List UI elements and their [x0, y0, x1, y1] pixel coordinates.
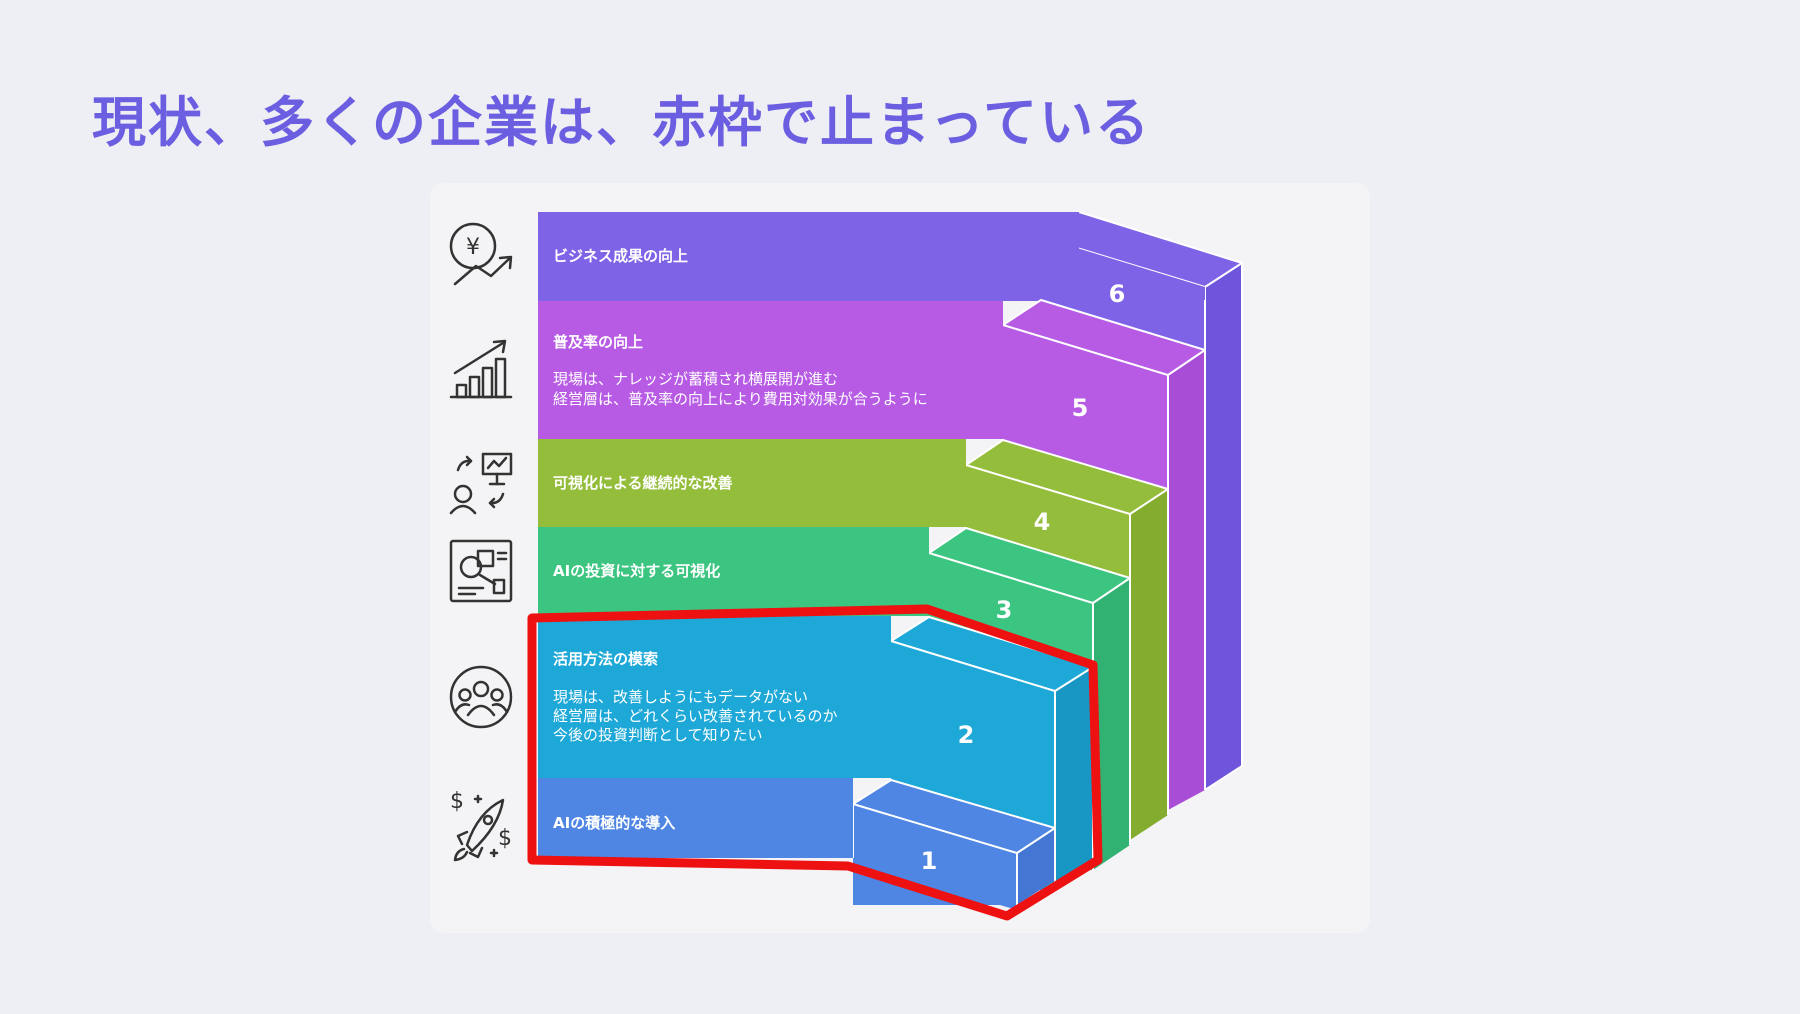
rocket-money-icon: $ $: [450, 789, 512, 862]
page-title: 現状、多くの企業は、赤枠で止まっている: [92, 91, 1152, 154]
team-icon: [449, 665, 513, 729]
red-highlight-frame: [527, 604, 1103, 921]
level-5-line-1: 現場は、ナレッジが蓄積され横展開が進む: [553, 370, 838, 388]
band-4: [538, 439, 966, 527]
dashboard-icon: [449, 539, 513, 603]
step-6-number: 6: [1109, 280, 1126, 308]
step-3-top: [929, 528, 1130, 603]
presentation-cycle-icon: [449, 452, 513, 515]
level-3-title: AIの投資に対する可視化: [553, 562, 720, 580]
band-6: [538, 212, 1079, 301]
bar-growth-icon: [449, 339, 513, 399]
level-4-title: 可視化による継続的な改善: [553, 474, 733, 492]
svg-text:$: $: [498, 826, 512, 851]
step-5-top: [1003, 300, 1205, 375]
yen-growth-icon: ¥: [449, 222, 513, 286]
level-1-title: AIの積極的な導入: [553, 814, 675, 832]
band-1: [538, 778, 853, 858]
step-2-top: [891, 617, 1093, 691]
svg-text:$: $: [450, 789, 464, 814]
band-2: [538, 616, 891, 778]
step-5-number: 5: [1072, 394, 1089, 422]
level-5-line-2: 経営層は、普及率の向上により費用対効果が合うように: [553, 390, 928, 408]
level-2-line-2: 経営層は、どれくらい改善されているのか: [553, 707, 838, 725]
band-5: [538, 301, 1003, 439]
step-3-number: 3: [996, 596, 1013, 624]
step-4-side: [1130, 489, 1168, 840]
step-3-side: [1093, 578, 1130, 870]
svg-text:¥: ¥: [466, 235, 480, 260]
level-2-title: 活用方法の模索: [553, 650, 658, 668]
step-2-number: 2: [958, 721, 975, 749]
step-4-number: 4: [1034, 508, 1051, 536]
step-6-side: [1205, 263, 1242, 790]
step-6-top: [1041, 212, 1242, 287]
band-3: [538, 527, 929, 616]
level-2-line-1: 現場は、改善しようにもデータがない: [553, 688, 808, 706]
step-2-side: [1055, 667, 1093, 890]
step-5-side: [1168, 350, 1205, 810]
step-1-number: 1: [921, 847, 938, 875]
level-2-line-3: 今後の投資判断として知りたい: [553, 726, 763, 744]
level-5-title: 普及率の向上: [553, 333, 643, 351]
step-1-top: [853, 780, 1055, 853]
level-6-title: ビジネス成果の向上: [553, 247, 688, 265]
step-4-top: [966, 440, 1168, 514]
